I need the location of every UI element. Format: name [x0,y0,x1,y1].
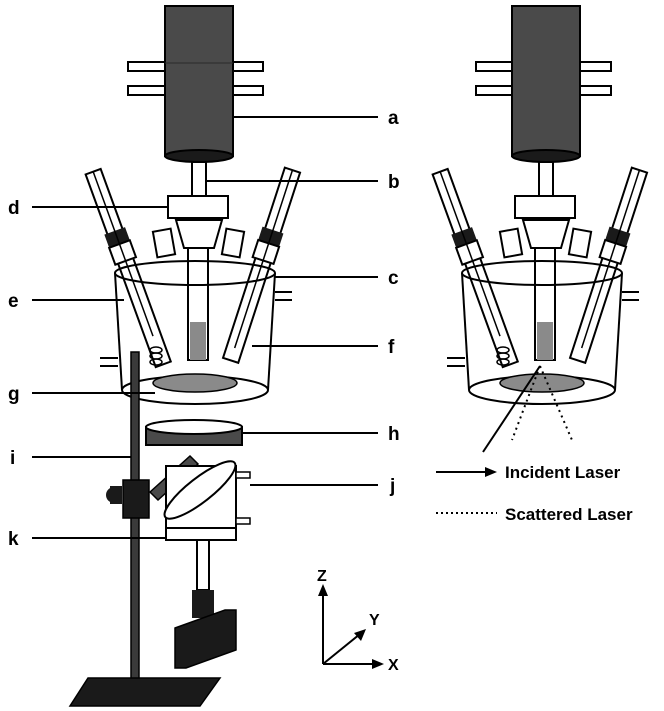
label-k: k [8,529,19,550]
right-glass-cell [447,260,639,405]
reference-electrode-tube [221,166,302,365]
label-i: i [10,448,15,469]
counter-electrode-coil [149,346,163,366]
stand-post [68,351,222,707]
label-g: g [8,384,20,405]
label-b: b [388,172,400,193]
label-a: a [388,108,399,129]
right-assembly [431,5,649,453]
label-f: f [388,337,395,358]
left-assembly [68,5,302,707]
incident-laser-beam [482,365,541,453]
legend-scattered-label: Scattered Laser [505,505,633,524]
axis-label-z: Z [317,568,327,585]
axis-label-x: X [388,657,399,674]
sample-spot [152,373,238,393]
label-h: h [388,424,400,445]
label-e: e [8,291,19,312]
legend: Incident Laser Scattered Laser [436,463,633,524]
rotator-shaft [191,161,207,197]
leader-lines [32,116,378,539]
mirror-holder [163,460,251,541]
axis-label-y: Y [369,612,380,629]
scattered-laser-beam-right [539,365,573,441]
rotator-motor [127,5,264,163]
label-j: j [389,476,395,497]
right-rotator-motor [475,5,612,163]
label-d: d [8,198,20,219]
focusing-lens [145,419,243,446]
cell-cap-center [174,219,224,249]
electrode-holder [167,195,229,219]
counter-electrode-tube [84,167,173,369]
lab-stage [174,539,237,669]
coordinate-axes [318,584,384,669]
label-c: c [388,268,399,289]
glass-cell [100,260,292,405]
legend-incident-arrowhead [485,467,497,477]
legend-incident-label: Incident Laser [505,463,621,482]
part-labels: a b c d e f g h i j k [8,108,400,550]
scattered-laser-beam-left [511,365,541,441]
